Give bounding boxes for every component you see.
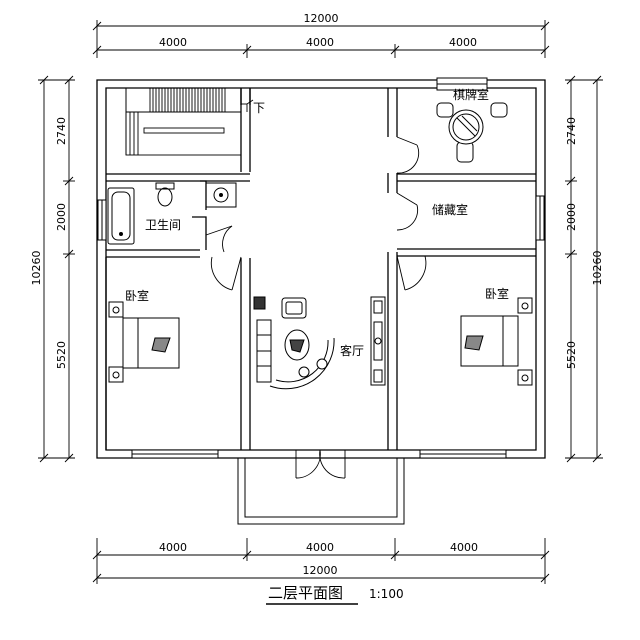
dim-left-segment-2: 2000 — [55, 203, 68, 231]
dim-top-segment-1: 4000 — [159, 36, 187, 49]
stair-direction-label: 下 — [253, 101, 265, 115]
dim-top-segment-3: 4000 — [449, 36, 477, 49]
dim-left-total: 10260 — [30, 251, 43, 286]
dim-bottom-segment-1: 4000 — [159, 541, 187, 554]
balcony — [237, 458, 405, 525]
left-bed-icon — [108, 301, 180, 383]
sink-icon — [205, 182, 237, 208]
room-label-chess: 棋牌室 — [453, 87, 489, 102]
dim-bottom-total: 12000 — [303, 564, 338, 577]
room-label-bedroom-right: 卧室 — [485, 286, 509, 301]
dim-right-segment-1: 2740 — [565, 117, 578, 145]
windows — [97, 77, 545, 459]
drawing-title: 二层平面图 — [268, 584, 343, 602]
dim-top-total: 12000 — [304, 12, 339, 25]
walls — [96, 79, 546, 459]
dim-left-segment-3: 5520 — [55, 341, 68, 369]
right-bed-icon — [460, 297, 533, 386]
drawing-scale: 1:100 — [369, 587, 404, 601]
dim-bottom-segment-2: 4000 — [306, 541, 334, 554]
tv-cabinet-icon — [370, 296, 386, 386]
dim-right-segment-3: 5520 — [565, 341, 578, 369]
staircase — [125, 87, 254, 156]
room-label-storage: 储藏室 — [432, 202, 468, 217]
dimension-lines — [38, 20, 603, 584]
toilet-icon — [155, 182, 175, 207]
dim-top-segment-2: 4000 — [306, 36, 334, 49]
room-label-bathroom: 卫生间 — [145, 218, 181, 232]
dim-left-segment-1: 2740 — [55, 117, 68, 145]
room-label-bedroom-left: 卧室 — [125, 288, 149, 303]
doors — [205, 136, 427, 479]
chess-table-icon — [436, 102, 508, 163]
dim-bottom-segment-3: 4000 — [450, 541, 478, 554]
bathtub-icon — [107, 187, 135, 245]
room-label-living: 客厅 — [340, 343, 364, 358]
sofa-set-icon — [253, 296, 335, 390]
dim-right-segment-2: 2000 — [565, 203, 578, 231]
dim-right-total: 10260 — [591, 251, 604, 286]
